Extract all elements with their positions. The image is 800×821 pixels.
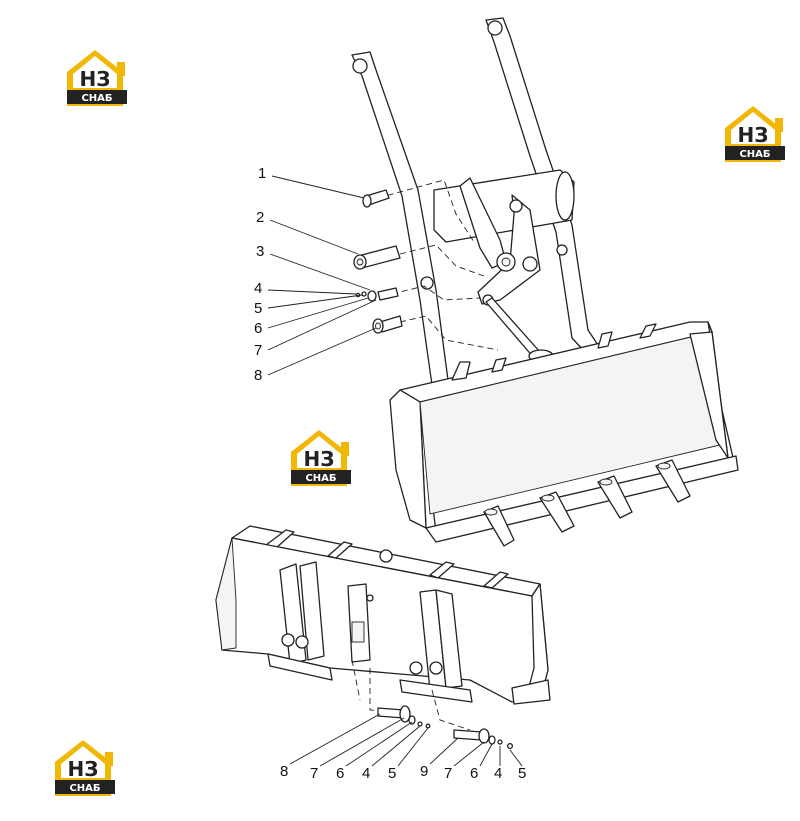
svg-text:СНАБ: СНАБ: [739, 149, 770, 160]
brand-logo-bottom-left: НЗ СНАБ: [55, 740, 115, 796]
callout-lower-8: 8: [280, 763, 288, 780]
callout-lower-4b: 4: [494, 765, 502, 782]
svg-text:НЗ: НЗ: [304, 447, 335, 471]
callout-upper-2: 2: [256, 209, 264, 226]
callout-lower-4: 4: [362, 765, 370, 782]
callout-upper-8: 8: [254, 367, 262, 384]
callout-upper-5: 5: [254, 300, 262, 317]
callout-upper-3: 3: [256, 243, 264, 260]
callout-upper-4: 4: [254, 280, 262, 297]
callout-lower-7: 7: [310, 765, 318, 782]
callout-lower-7b: 7: [444, 765, 452, 782]
bucket-teeth-upper: [483, 459, 691, 547]
callouts-upper: 1 2 3 4 5 6 7 8: [254, 165, 377, 384]
callout-upper-6: 6: [254, 320, 262, 337]
svg-text:СНАБ: СНАБ: [305, 473, 336, 484]
brand-logo-top-left: НЗ СНАБ: [67, 50, 127, 106]
brand-logo-top-right: НЗ СНАБ: [725, 106, 785, 162]
brand-logo-center: НЗ СНАБ: [291, 430, 351, 486]
pins-upper: [353, 189, 403, 334]
callout-lower-5b: 5: [518, 765, 526, 782]
callout-upper-1: 1: [258, 165, 266, 182]
pin-alignment-lines-upper: [377, 179, 499, 351]
callout-upper-7: 7: [254, 342, 262, 359]
callout-lower-9: 9: [420, 763, 428, 780]
svg-text:НЗ: НЗ: [68, 757, 99, 781]
bucket-upper-view: [389, 321, 739, 547]
callout-lower-6b: 6: [470, 765, 478, 782]
svg-text:СНАБ: СНАБ: [81, 93, 112, 104]
callout-lower-6: 6: [336, 765, 344, 782]
callouts-lower: 8 7 6 4 5 9 7 6 4 5: [280, 713, 526, 782]
bucket-lower-view: [215, 525, 551, 705]
loader-boom-arms: [351, 17, 599, 393]
svg-text:НЗ: НЗ: [738, 123, 769, 147]
callout-lower-5: 5: [388, 765, 396, 782]
pins-lower: [377, 705, 514, 750]
svg-text:НЗ: НЗ: [80, 67, 111, 91]
svg-text:СНАБ: СНАБ: [69, 783, 100, 794]
